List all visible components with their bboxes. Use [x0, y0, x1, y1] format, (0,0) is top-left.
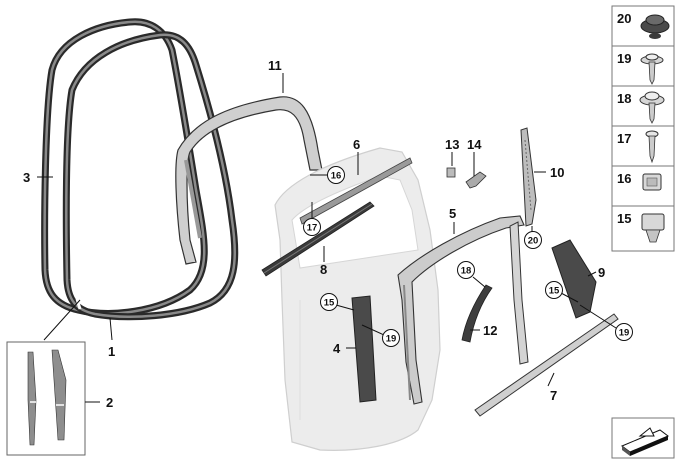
grommet-icon [640, 14, 670, 39]
circle-15-left [320, 293, 338, 311]
legend-number-15: 15 [617, 211, 631, 226]
circle-label-16: 16 [331, 171, 342, 182]
circle-18 [457, 261, 475, 279]
circle-label-19-right: 19 [619, 328, 630, 339]
legend-number-17: 17 [617, 131, 631, 146]
callout-8: 8 [320, 262, 327, 277]
window-frame-seal[interactable] [175, 96, 323, 265]
pillar-cover-right[interactable] [551, 239, 597, 319]
circle-15-right [545, 281, 563, 299]
callout-labels: 3 1 2 11 6 13 14 10 5 8 9 12 4 7 [23, 58, 605, 410]
callout-5: 5 [449, 206, 456, 221]
part-2-inset[interactable] [6, 341, 86, 456]
callout-1: 1 [108, 344, 115, 359]
circle-20 [524, 231, 542, 249]
collar-screw-icon [640, 53, 664, 85]
circle-label-15-left: 15 [324, 298, 335, 309]
lower-trim-strip[interactable] [474, 313, 619, 417]
callout-11: 11 [268, 58, 282, 73]
belt-moulding[interactable] [299, 157, 413, 225]
circle-19-left [382, 329, 400, 347]
circle-label-20: 20 [528, 236, 539, 247]
circle-16 [327, 166, 345, 184]
expanding-clip-icon [641, 213, 665, 243]
callout-6: 6 [353, 137, 360, 152]
window-guide-rail[interactable] [397, 215, 529, 405]
callout-14: 14 [467, 137, 482, 152]
circle-17 [303, 218, 321, 236]
inner-belt-seal[interactable] [261, 201, 375, 277]
door-seal-outer[interactable] [41, 18, 208, 317]
self-tapping-screw-icon [645, 130, 659, 164]
legend-number-16: 16 [617, 171, 631, 186]
callout-4: 4 [333, 341, 341, 356]
legend-number-19: 19 [617, 51, 631, 66]
catalog-symbol-icon[interactable] [611, 417, 675, 459]
leader-lines [37, 73, 617, 403]
b-pillar-trim[interactable] [520, 127, 537, 227]
pillar-cover-left[interactable] [351, 295, 377, 403]
legend-number-20: 20 [617, 11, 631, 26]
circle-label-18: 18 [461, 266, 472, 277]
circle-19-right [615, 323, 633, 341]
circled-callouts: 16 17 18 20 15 19 15 19 [303, 166, 633, 347]
legend-number-18: 18 [617, 91, 631, 106]
door-seal-inner[interactable] [62, 31, 239, 321]
clip-part-13[interactable] [446, 167, 456, 178]
callout-3: 3 [23, 170, 30, 185]
callout-13: 13 [445, 137, 459, 152]
fastener-legend: 20 19 18 17 16 15 [611, 5, 675, 252]
callout-12: 12 [483, 323, 497, 338]
callout-10: 10 [550, 165, 564, 180]
bracket-part-14[interactable] [465, 171, 487, 189]
circle-label-19-left: 19 [386, 334, 397, 345]
callout-2: 2 [106, 395, 113, 410]
circle-label-17: 17 [307, 223, 318, 234]
clip-nut-icon [642, 173, 662, 191]
curved-trim-strip[interactable] [461, 284, 493, 343]
washer-head-screw-icon [639, 91, 665, 124]
callout-7: 7 [550, 388, 557, 403]
circle-label-15-right: 15 [549, 286, 560, 297]
callout-9: 9 [598, 265, 605, 280]
